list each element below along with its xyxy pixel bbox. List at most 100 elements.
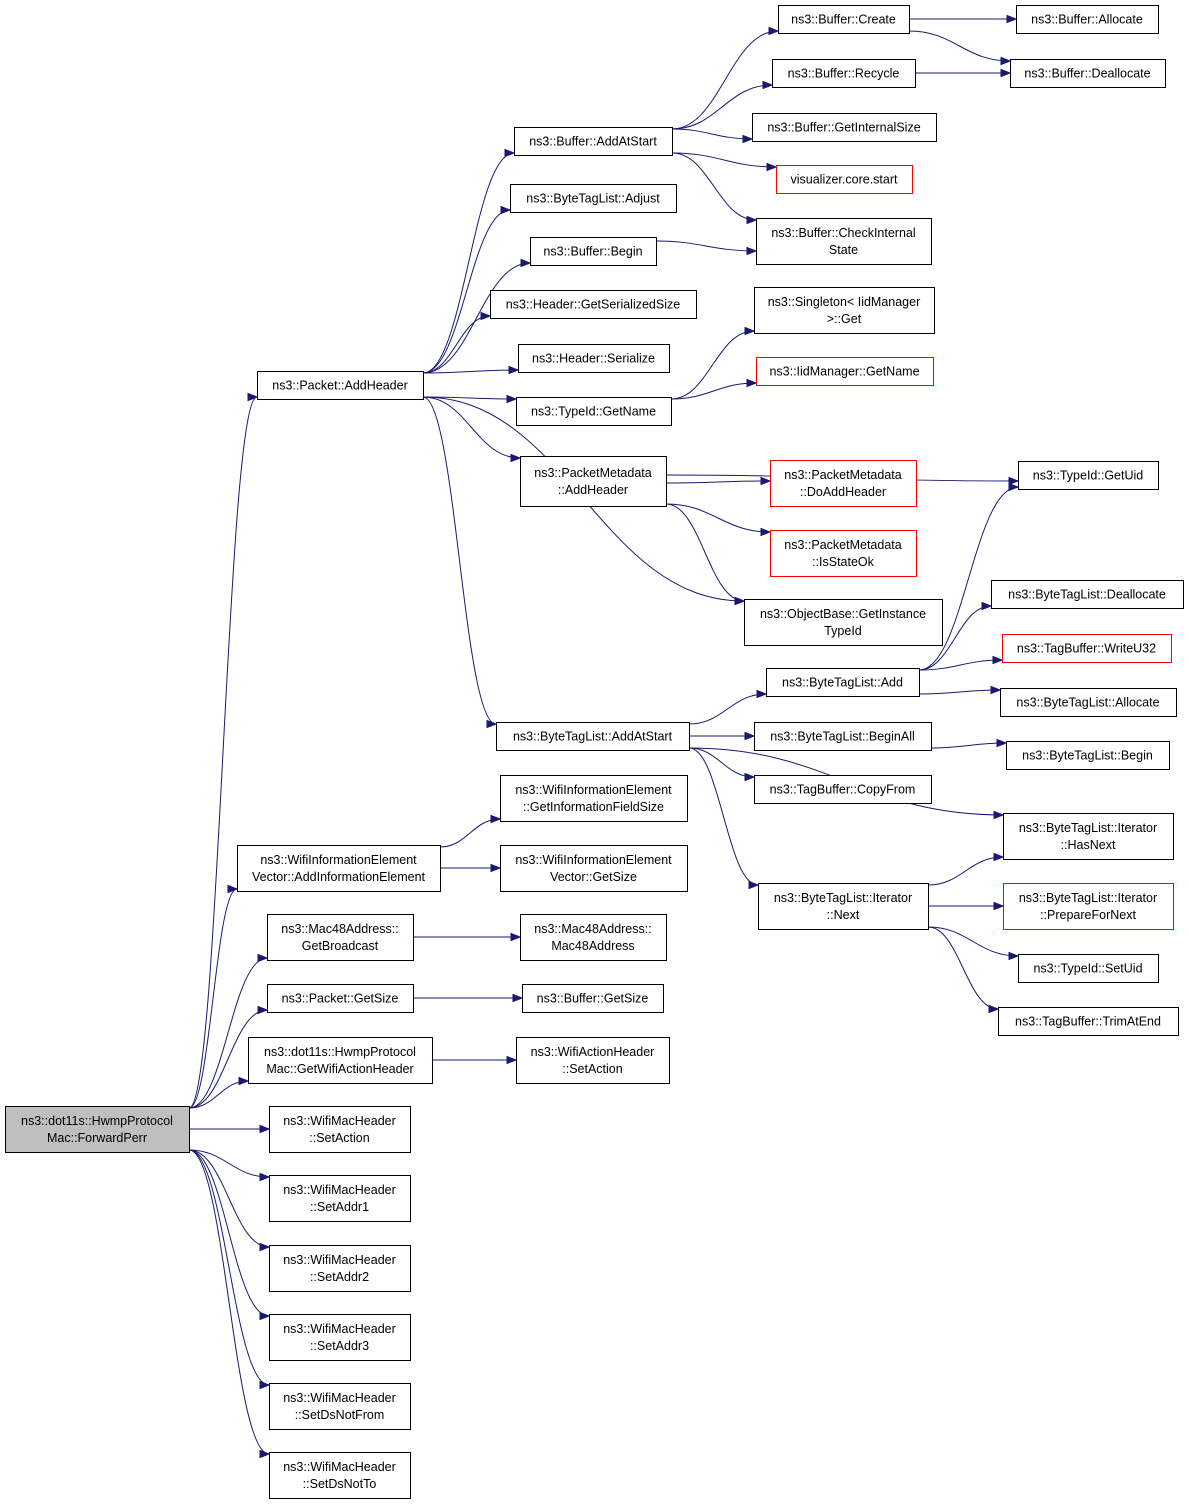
node-buf-addatstart[interactable]: ns3::Buffer::AddAtStart — [514, 127, 673, 156]
node-btli-prepare[interactable]: ns3::ByteTagList::Iterator::PrepareForNe… — [1003, 883, 1174, 930]
node-label: ns3::ByteTagList::Iterator — [1019, 891, 1157, 905]
node-buf-create[interactable]: ns3::Buffer::Create — [778, 5, 910, 34]
node-hwmp-getaction[interactable]: ns3::dot11s::HwmpProtocolMac::GetWifiAct… — [248, 1037, 433, 1084]
node-pm-doaddheader[interactable]: ns3::PacketMetadata::DoAddHeader — [770, 460, 917, 507]
node-label: ns3::WifiInformationElement — [515, 783, 672, 797]
edge-root-to-wmh_setaddr1 — [188, 1149, 270, 1178]
node-tb-writeu32[interactable]: ns3::TagBuffer::WriteU32 — [1002, 634, 1172, 663]
node-box — [1002, 634, 1172, 663]
edge-buf_addatstart-to-buf_create — [671, 30, 779, 130]
arrowhead-buf_addatstart-to-buf_checkinternal — [746, 215, 758, 225]
node-buf-recycle[interactable]: ns3::Buffer::Recycle — [772, 59, 916, 88]
node-label: ns3::TagBuffer::CopyFrom — [770, 783, 916, 797]
node-label: ::SetAction — [309, 1131, 369, 1145]
node-buf-allocate[interactable]: ns3::Buffer::Allocate — [1016, 5, 1159, 34]
edge-btl_add-to-tb_writeu32 — [918, 659, 1003, 671]
node-wie-getinfosize[interactable]: ns3::WifiInformationElement::GetInformat… — [500, 775, 688, 822]
node-pkt-addheader[interactable]: ns3::Packet::AddHeader — [257, 371, 424, 400]
node-box — [520, 456, 667, 507]
call-nodes: ns3::dot11s::HwmpProtocolMac::ForwardPer… — [5, 5, 1184, 1499]
edge-buf_begin-to-buf_checkinternal — [655, 240, 757, 252]
node-wmh-setdsnotfrom[interactable]: ns3::WifiMacHeader::SetDsNotFrom — [269, 1383, 411, 1430]
node-typeid-getname[interactable]: ns3::TypeId::GetName — [516, 397, 672, 426]
node-tb-copyfrom[interactable]: ns3::TagBuffer::CopyFrom — [754, 775, 932, 804]
node-label: ns3::Buffer::Recycle — [788, 67, 900, 81]
node-box — [237, 845, 441, 892]
edge-pkt_addheader-to-hdr_serialize — [422, 369, 519, 374]
node-typeid-getuid[interactable]: ns3::TypeId::GetUid — [1018, 461, 1159, 490]
node-btli-hasnext[interactable]: ns3::ByteTagList::Iterator::HasNext — [1003, 813, 1174, 860]
node-btl-deallocate[interactable]: ns3::ByteTagList::Deallocate — [991, 580, 1184, 609]
node-btli-next[interactable]: ns3::ByteTagList::Iterator::Next — [758, 883, 929, 930]
node-wmh-setaddr2[interactable]: ns3::WifiMacHeader::SetAddr2 — [269, 1245, 411, 1292]
node-wah-setaction[interactable]: ns3::WifiActionHeader::SetAction — [516, 1037, 670, 1084]
arrowhead-btl_add-to-tb_writeu32 — [992, 655, 1004, 665]
node-wie-addie[interactable]: ns3::WifiInformationElementVector::AddIn… — [237, 845, 441, 892]
node-box — [1003, 813, 1174, 860]
node-wmh-setdsnotto[interactable]: ns3::WifiMacHeader::SetDsNotTo — [269, 1452, 411, 1499]
node-buf-getsize[interactable]: ns3::Buffer::GetSize — [522, 984, 664, 1013]
node-mac48-ctor[interactable]: ns3::Mac48Address::Mac48Address — [520, 914, 667, 961]
node-label: ns3::Packet::GetSize — [282, 992, 399, 1006]
edge-btli_next-to-btli_hasnext — [927, 856, 1004, 886]
edge-root-to-wmh_setaddr2 — [188, 1149, 270, 1248]
node-label: ns3::ByteTagList::Deallocate — [1008, 588, 1166, 602]
node-label: ns3::Singleton< IidManager — [768, 295, 921, 309]
node-box — [500, 775, 688, 822]
node-label: ns3::Buffer::Create — [791, 13, 896, 27]
node-hdr-getsersize[interactable]: ns3::Header::GetSerializedSize — [490, 290, 697, 319]
arrowhead-root-to-mac48_getbcast — [257, 953, 269, 963]
node-box — [269, 1452, 411, 1499]
node-wiev-getsize[interactable]: ns3::WifiInformationElementVector::GetSi… — [500, 845, 688, 892]
node-btl-addatstart[interactable]: ns3::ByteTagList::AddAtStart — [496, 722, 690, 751]
node-tb-trimatend[interactable]: ns3::TagBuffer::TrimAtEnd — [998, 1007, 1179, 1036]
node-btl-allocate[interactable]: ns3::ByteTagList::Allocate — [1000, 688, 1177, 717]
node-box — [516, 397, 672, 426]
node-label: ns3::ByteTagList::Iterator — [774, 891, 912, 905]
node-label: ::IsStateOk — [812, 555, 875, 569]
node-box — [1018, 954, 1159, 983]
edge-typeid_getname-to-iid_getname — [670, 382, 757, 400]
node-pkt-getsize[interactable]: ns3::Packet::GetSize — [267, 984, 414, 1013]
edge-pkt_addheader-to-buf_addatstart — [422, 152, 515, 374]
node-buf-deallocate[interactable]: ns3::Buffer::Deallocate — [1010, 59, 1166, 88]
node-btl-begin[interactable]: ns3::ByteTagList::Begin — [1006, 741, 1170, 770]
arrowhead-root-to-wmh_setaddr1 — [259, 1172, 271, 1182]
edge-root-to-pkt_addheader — [188, 396, 258, 1109]
node-wmh-setaddr1[interactable]: ns3::WifiMacHeader::SetAddr1 — [269, 1175, 411, 1222]
node-buf-begin[interactable]: ns3::Buffer::Begin — [530, 237, 657, 266]
node-btl-adjust[interactable]: ns3::ByteTagList::Adjust — [510, 184, 677, 213]
arrowhead-btl_addatstart-to-tb_copyfrom — [744, 772, 756, 782]
edge-buf_addatstart-to-viz_start — [671, 152, 777, 168]
node-buf-getinternalsize[interactable]: ns3::Buffer::GetInternalSize — [752, 113, 937, 142]
node-root[interactable]: ns3::dot11s::HwmpProtocolMac::ForwardPer… — [5, 1106, 190, 1153]
edge-btli_next-to-tb_trimatend — [927, 926, 999, 1010]
arrowhead-hwmp_getaction-to-wah_setaction — [506, 1055, 518, 1065]
node-pm-addheader[interactable]: ns3::PacketMetadata::AddHeader — [520, 456, 667, 507]
node-wmh-setaddr3[interactable]: ns3::WifiMacHeader::SetAddr3 — [269, 1314, 411, 1361]
node-box — [516, 1037, 670, 1084]
node-singleton-get[interactable]: ns3::Singleton< IidManager>::Get — [754, 287, 935, 334]
node-wmh-setaction[interactable]: ns3::WifiMacHeader::SetAction — [269, 1106, 411, 1153]
node-label: >::Get — [827, 312, 862, 326]
node-pm-isstateok[interactable]: ns3::PacketMetadata::IsStateOk — [770, 530, 917, 577]
node-btl-add[interactable]: ns3::ByteTagList::Add — [766, 668, 920, 697]
node-label: ns3::WifiMacHeader — [283, 1460, 396, 1474]
node-box — [998, 1007, 1179, 1036]
node-box — [267, 914, 414, 961]
node-box — [752, 113, 937, 142]
arrowhead-root-to-wmh_setdsnotfrom — [259, 1380, 271, 1390]
node-label: GetBroadcast — [302, 939, 379, 953]
node-box — [1000, 688, 1177, 717]
node-mac48-getbcast[interactable]: ns3::Mac48Address::GetBroadcast — [267, 914, 414, 961]
node-btl-beginall[interactable]: ns3::ByteTagList::BeginAll — [754, 722, 932, 751]
node-hdr-serialize[interactable]: ns3::Header::Serialize — [518, 344, 670, 373]
edge-buf_addatstart-to-buf_recycle — [671, 84, 773, 130]
node-typeid-setuid[interactable]: ns3::TypeId::SetUid — [1018, 954, 1159, 983]
node-viz-start[interactable]: visualizer.core.start — [776, 165, 913, 194]
node-iid-getname[interactable]: ns3::IidManager::GetName — [756, 357, 934, 386]
edge-btl_addatstart-to-btl_add — [688, 693, 767, 725]
node-label: Vector::GetSize — [550, 870, 637, 884]
